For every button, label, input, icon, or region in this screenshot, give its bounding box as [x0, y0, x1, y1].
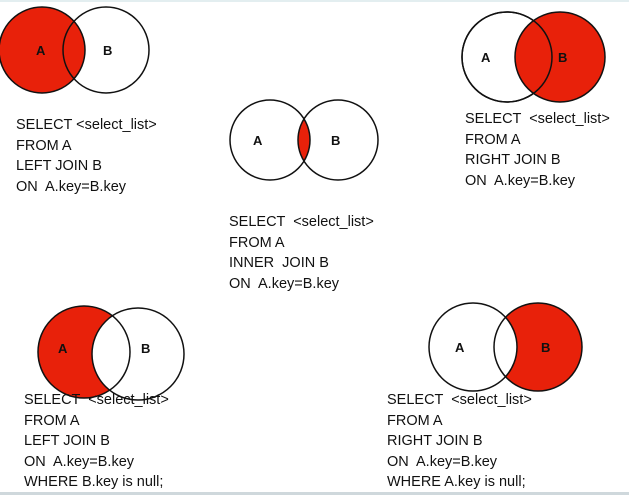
- sql-line: FROM A: [229, 234, 285, 251]
- label-b: B: [141, 341, 150, 356]
- label-b: B: [103, 43, 112, 58]
- circle-a-white: [428, 302, 518, 392]
- page-bottom-edge: [0, 492, 629, 495]
- label-a: A: [58, 341, 68, 356]
- sql-line: INNER JOIN B: [229, 255, 329, 271]
- venn-left-join: A B: [0, 6, 150, 94]
- sql-line: FROM A: [16, 137, 72, 154]
- label-a: A: [36, 43, 46, 58]
- sql-line: ON A.key=B.key: [24, 453, 135, 470]
- sql-line: FROM A: [465, 131, 521, 148]
- circle-b-outline: [62, 6, 150, 94]
- sql-right-join: SELECT <select_list> FROM A RIGHT JOIN B…: [465, 109, 610, 191]
- label-b: B: [558, 50, 567, 65]
- sql-line: LEFT JOIN B: [24, 433, 110, 449]
- sql-line: FROM A: [24, 412, 80, 429]
- circle-a-edge: [461, 11, 553, 103]
- sql-left-exclusive: SELECT <select_list> FROM A LEFT JOIN B …: [24, 390, 169, 493]
- label-b: B: [331, 133, 340, 148]
- sql-line: LEFT JOIN B: [16, 158, 102, 174]
- label-a: A: [253, 133, 263, 148]
- intersection-outline: [493, 303, 517, 391]
- sql-right-exclusive: SELECT <select_list> FROM A RIGHT JOIN B…: [387, 390, 532, 493]
- venn-right-join: A B: [461, 11, 606, 103]
- circle-a-outline: [229, 99, 311, 181]
- circle-b-filled: [514, 11, 606, 103]
- circle-b-outline: [297, 99, 379, 181]
- sql-line: ON A.key=B.key: [465, 172, 576, 189]
- sql-line: FROM A: [387, 412, 443, 429]
- sql-line: SELECT <select_list>: [16, 117, 157, 133]
- sql-line: RIGHT JOIN B: [387, 433, 483, 449]
- venn-left-exclusive: A B: [37, 305, 185, 401]
- venn-inner-join: A B: [229, 99, 379, 181]
- sql-line: ON A.key=B.key: [16, 178, 127, 195]
- sql-line: ON A.key=B.key: [387, 453, 498, 470]
- sql-line: SELECT <select_list>: [229, 214, 374, 230]
- sql-inner-join: SELECT <select_list> FROM A INNER JOIN B…: [229, 212, 374, 294]
- sql-line: SELECT <select_list>: [465, 111, 610, 127]
- circle-b-white: [91, 307, 185, 401]
- label-a: A: [481, 50, 491, 65]
- label-a: A: [455, 340, 465, 355]
- venn-right-exclusive: A B: [428, 302, 583, 392]
- sql-line: SELECT <select_list>: [387, 392, 532, 408]
- sql-line: WHERE A.key is null;: [387, 474, 526, 490]
- sql-line: SELECT <select_list>: [24, 392, 169, 408]
- circle-a-filled: [0, 6, 86, 94]
- sql-line: WHERE B.key is null;: [24, 474, 164, 490]
- label-b: B: [541, 340, 550, 355]
- sql-left-join: SELECT <select_list> FROM A LEFT JOIN B …: [16, 115, 157, 197]
- top-accent-line: [0, 0, 629, 2]
- sql-line: ON A.key=B.key: [229, 275, 340, 292]
- intersection-outline: [92, 308, 131, 399]
- sql-line: RIGHT JOIN B: [465, 152, 561, 168]
